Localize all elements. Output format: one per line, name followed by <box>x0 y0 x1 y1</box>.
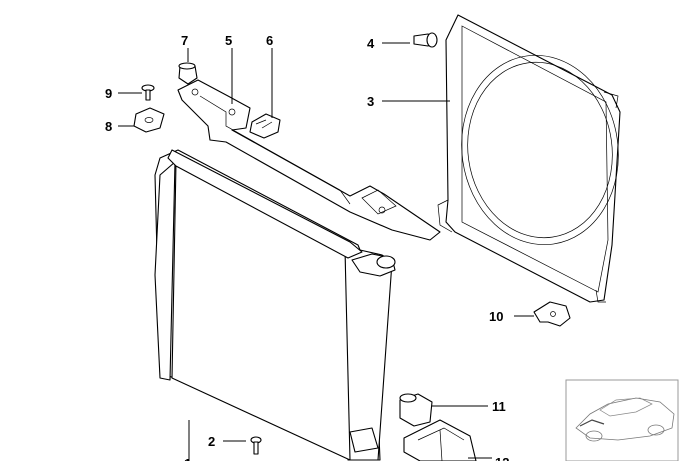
callout-11: 11 <box>492 399 506 414</box>
callout-8: 8 <box>105 119 112 134</box>
callout-7: 7 <box>181 33 188 48</box>
callout-1: 1 <box>184 456 191 461</box>
callout-12: 12 <box>495 455 509 461</box>
rubber-mount <box>178 62 198 85</box>
expanding-rivet <box>413 32 438 48</box>
radiator <box>154 149 396 461</box>
callout-6: 6 <box>266 33 273 48</box>
mounting-bracket <box>403 419 477 461</box>
callout-3: 3 <box>367 94 374 109</box>
callout-2: 2 <box>208 434 215 449</box>
callout-9: 9 <box>105 86 112 101</box>
holder-part <box>533 301 571 327</box>
screw-part <box>141 84 155 101</box>
bolt-part <box>250 436 262 455</box>
radiator-support-bracket <box>177 79 441 241</box>
clip-part <box>249 113 281 139</box>
rubber-bearing <box>399 393 433 427</box>
callout-10: 10 <box>489 309 503 324</box>
callout-4: 4 <box>367 36 375 51</box>
callout-5: 5 <box>225 33 232 48</box>
nut-plate <box>133 107 165 133</box>
callout-labels: 1 2 3 4 5 6 7 8 9 10 11 12 <box>105 33 509 461</box>
car-location-thumbnail-icon <box>565 379 679 461</box>
fan-shroud <box>437 14 621 303</box>
leader-lines <box>118 42 534 461</box>
